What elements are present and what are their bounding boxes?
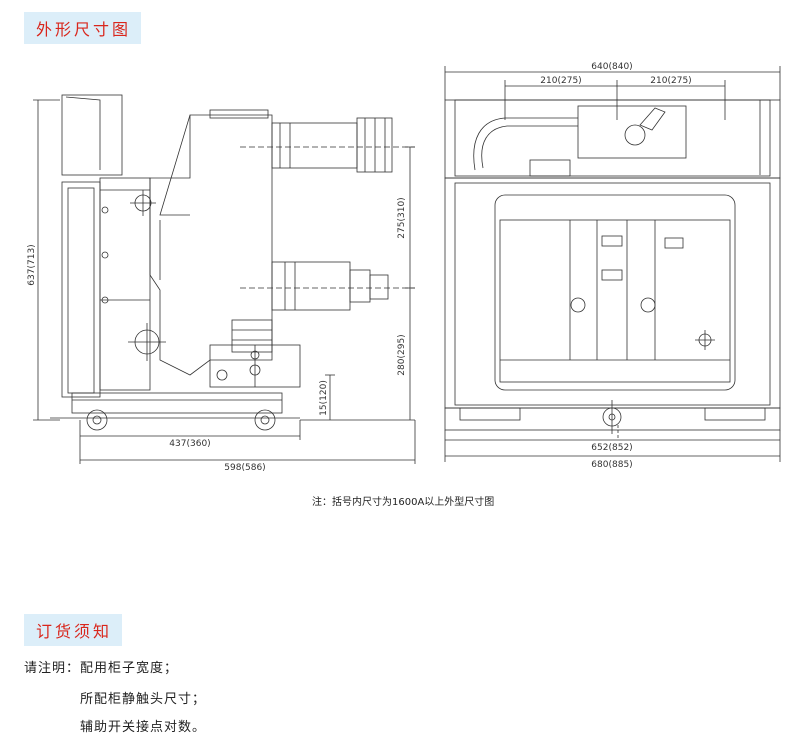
outline-section-title: 外形尺寸图 [24,12,142,44]
dim-base: 15(120) [319,380,329,416]
dim-width-total: 680(885) [591,460,632,470]
dim-width-top: 640(840) [591,62,632,72]
ordering-line: 辅助开关接点对数。 [80,720,207,735]
dim-contact-spacing: 275(310) [397,197,407,238]
dim-depth-contact: 437(360) [169,439,210,449]
dim-contact-height: 280(295) [397,334,407,375]
ordering-section-title: 订货须知 [24,614,123,646]
dim-height: 637(713) [27,244,37,285]
dim-pitch-right: 210(275) [650,76,691,86]
ordering-line: 请注明：配用柜子宽度； [24,661,179,676]
drawing-note: 注：括号内尺寸为1600A以上外型尺寸图 [312,497,495,508]
dim-pitch-left: 210(275) [540,76,581,86]
dim-width-inner: 652(852) [591,443,632,453]
outline-dimension-drawing: 637(713) 275(310) 280(295) 15(120) 437(3… [27,62,781,473]
ordering-line: 所配柜静触头尺寸； [80,692,207,707]
dim-depth-total: 598(586) [224,463,265,473]
